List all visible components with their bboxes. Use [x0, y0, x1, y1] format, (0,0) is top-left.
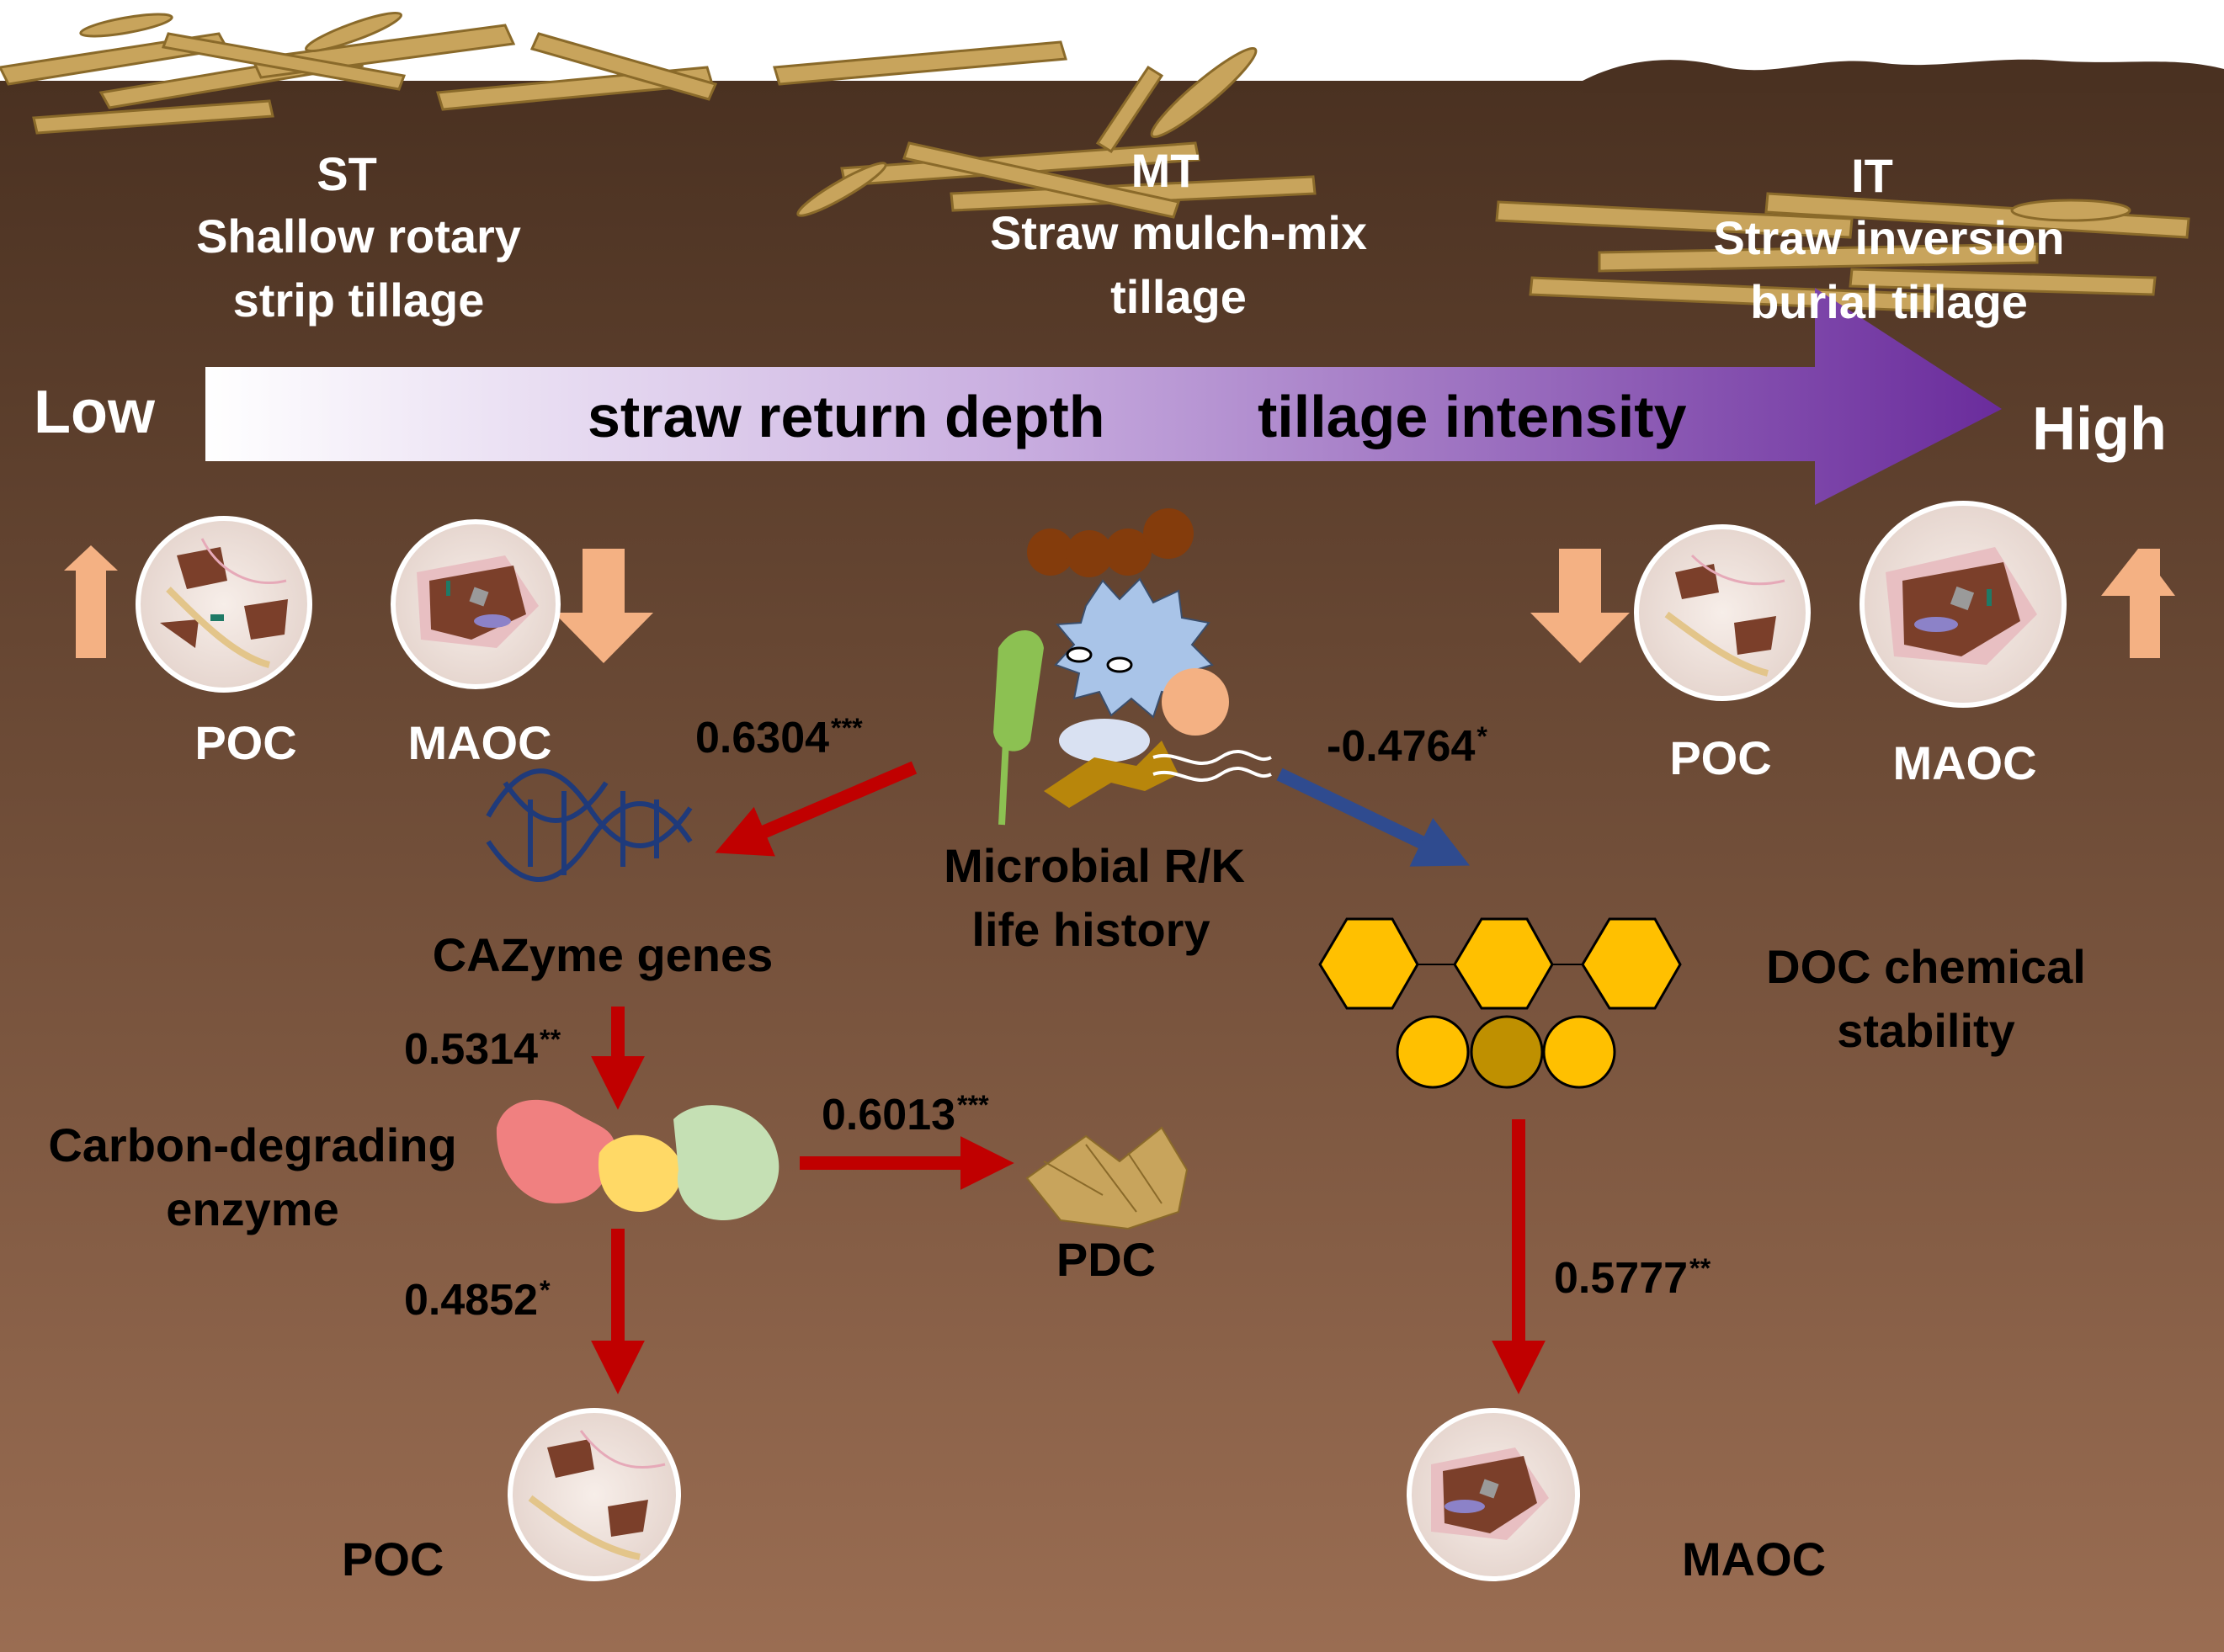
- tillage-it-code: IT: [1851, 149, 1893, 202]
- node-label-microbial-line2: life history: [971, 903, 1210, 956]
- maoc-circle-right: [1860, 501, 2067, 708]
- arrow-microbial-to-doc: [1276, 768, 1470, 867]
- node-label-microbial-line1: Microbial R/K: [944, 839, 1245, 892]
- trend-arrow-left-maoc: [554, 549, 653, 663]
- trend-arrow-right-maoc: [2101, 549, 2175, 658]
- node-label-cazyme: CAZyme genes: [432, 928, 774, 981]
- gradient-arrow: [205, 288, 2002, 505]
- cazyme-dna-icon: [486, 768, 693, 882]
- pool-label-left-poc: POC: [194, 716, 297, 769]
- tillage-mt-name-line2: tillage: [1110, 270, 1247, 323]
- gradient-label-intensity: tillage intensity: [1258, 384, 1687, 449]
- tillage-it-name-line1: Straw inversion: [1713, 211, 2065, 264]
- path-coefficient-microbial-to-cazyme: 0.6304***: [695, 712, 863, 762]
- straw-residue-buried-it: [1495, 192, 2190, 313]
- poc-circle-right: [1634, 524, 1811, 701]
- straw-residue-buried-mt: [773, 40, 1317, 219]
- gradient-low-label: Low: [34, 379, 155, 446]
- pool-label-bottom-poc: POC: [342, 1532, 444, 1586]
- pool-label-bottom-maoc: MAOC: [1682, 1532, 1827, 1586]
- tillage-st-name-line2: strip tillage: [232, 274, 485, 327]
- path-coefficient-cazyme-to-enzyme: 0.5314**: [404, 1023, 561, 1074]
- path-coefficient-doc-to-maoc: 0.5777**: [1554, 1252, 1711, 1303]
- pool-label-left-maoc: MAOC: [407, 716, 552, 769]
- soil-surface-ridge: [1583, 59, 2224, 93]
- poc-circle-bottom: [508, 1408, 681, 1581]
- node-label-doc-line2: stability: [1837, 1004, 2015, 1057]
- path-coefficient-enzyme-to-pdc: 0.6013***: [822, 1089, 989, 1139]
- tillage-mt-name-line1: Straw mulch-mix: [989, 206, 1368, 259]
- tillage-mt-code: MT: [1131, 144, 1200, 197]
- arrow-microbial-to-cazyme: [715, 761, 918, 857]
- path-coefficient-enzyme-to-poc: 0.4852*: [404, 1274, 551, 1325]
- pool-label-right-maoc: MAOC: [1892, 736, 2037, 789]
- node-label-doc-line1: DOC chemical: [1766, 940, 2086, 993]
- node-label-pdc: PDC: [1056, 1233, 1157, 1286]
- path-coefficient-microbial-to-doc: -0.4764*: [1327, 720, 1487, 771]
- poc-circle-left: [136, 516, 312, 693]
- tillage-it-name-line2: burial tillage: [1750, 275, 2028, 328]
- carbon-degrading-enzyme-icon: [496, 1099, 779, 1220]
- node-label-enzyme-line1: Carbon-degrading: [48, 1118, 457, 1171]
- doc-structure-icon: [1318, 917, 1682, 1089]
- straw-residue-surface-st: [0, 11, 718, 135]
- trend-arrow-left-poc: [64, 545, 118, 658]
- pdc-straw-pile-icon: [1025, 1126, 1189, 1230]
- gradient-label-depth: straw return depth: [588, 384, 1105, 449]
- maoc-circle-bottom: [1407, 1408, 1580, 1581]
- node-label-enzyme-line2: enzyme: [166, 1182, 339, 1235]
- maoc-circle-left: [391, 519, 561, 689]
- pool-label-right-poc: POC: [1669, 731, 1772, 784]
- microbial-community-illustration: [993, 508, 1272, 826]
- gradient-high-label: High: [2032, 396, 2167, 463]
- tillage-st-name-line1: Shallow rotary: [196, 210, 521, 263]
- tillage-st-code: ST: [317, 147, 377, 200]
- trend-arrow-right-poc: [1530, 549, 1630, 663]
